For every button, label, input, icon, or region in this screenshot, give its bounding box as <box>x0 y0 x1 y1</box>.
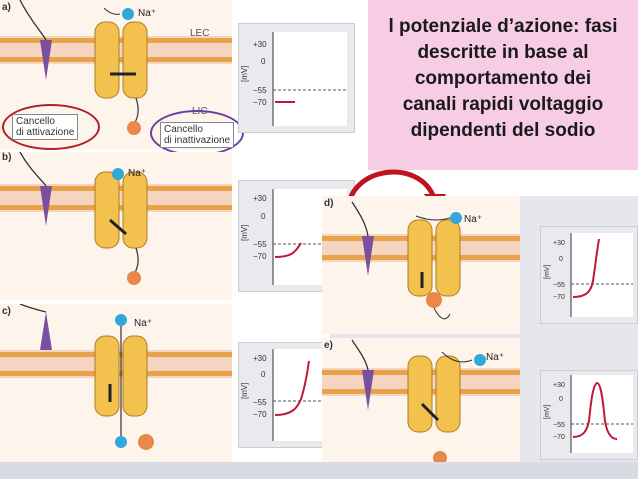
title-line-4: canali rapidi voltaggio <box>402 94 604 115</box>
tick-label: 0 <box>261 57 266 66</box>
voltage-sensor <box>362 370 374 410</box>
svg-text:+30: +30 <box>553 382 565 389</box>
title-line-1: l potenziale d’azione: fasi <box>388 16 618 37</box>
panel-c-tag: c) <box>2 306 11 317</box>
svg-text:−70: −70 <box>553 434 565 441</box>
panel-b <box>0 152 232 300</box>
voltage-sensor <box>40 312 52 350</box>
svg-text:−55: −55 <box>553 422 565 429</box>
panel-e-tag: e) <box>324 340 333 351</box>
voltage-sensor <box>40 186 52 226</box>
panel-d-tag: d) <box>324 198 334 209</box>
svg-text:−70: −70 <box>553 294 565 301</box>
svg-text:0: 0 <box>559 396 563 403</box>
na-label-a: Na⁺ <box>138 8 157 19</box>
channel-right-subunit <box>122 21 148 99</box>
na-label-e: Na⁺ <box>486 352 505 363</box>
svg-text:0: 0 <box>261 370 266 379</box>
tick-label: +30 <box>253 40 267 49</box>
svg-text:0: 0 <box>261 212 266 221</box>
activation-gate-highlight <box>2 104 100 150</box>
svg-text:+30: +30 <box>253 354 267 363</box>
na-ion <box>450 212 462 224</box>
voltage-sensor <box>40 40 52 80</box>
voltage-graph-e: [mV] +30 0 −55 −70 <box>540 370 638 460</box>
voltage-graph-a: [mV] +30 0 −55 −70 <box>238 23 355 133</box>
bottom-strip <box>0 462 638 479</box>
svg-text:+30: +30 <box>553 240 565 247</box>
na-ion <box>122 8 134 20</box>
inactivation-ball <box>127 271 141 285</box>
voltage-graph-d: [mV] +30 0 −55 −70 <box>540 226 638 324</box>
na-ion-outside <box>115 314 127 326</box>
voltage-trace <box>572 238 600 298</box>
inactivation-ball <box>433 451 447 462</box>
svg-text:[mV]: [mV] <box>240 225 249 241</box>
na-label-c: Na⁺ <box>134 318 153 329</box>
na-label-b: Na⁺ <box>128 168 147 179</box>
activation-gate-opening <box>109 218 127 236</box>
svg-text:0: 0 <box>559 256 563 263</box>
svg-text:−55: −55 <box>253 240 267 249</box>
svg-text:−70: −70 <box>253 410 267 419</box>
na-ion <box>112 168 124 180</box>
voltage-trace <box>572 381 618 440</box>
inactivation-tether <box>133 97 139 125</box>
inactivation-ball <box>138 434 154 450</box>
svg-text:[mV]: [mV] <box>240 383 249 399</box>
title-line-2: descritte in base al <box>417 42 589 63</box>
svg-text:[mV]: [mV] <box>544 265 551 279</box>
na-ion-inside <box>115 436 127 448</box>
ion-arrow <box>103 7 121 15</box>
tick-label: −70 <box>253 98 267 107</box>
panel-d <box>322 196 520 334</box>
ylabel: [mV] <box>240 66 249 82</box>
sensor-tether <box>19 0 47 41</box>
panel-a-tag: a) <box>2 2 11 13</box>
svg-text:−55: −55 <box>253 398 267 407</box>
title-line-3: comportamento dei <box>414 68 592 89</box>
lec-label: LEC <box>190 28 210 39</box>
channel-left-subunit <box>94 21 120 99</box>
channel-diagram-a <box>0 0 232 135</box>
svg-text:−55: −55 <box>553 282 565 289</box>
ion-arrow <box>415 215 451 221</box>
panel-b-tag: b) <box>2 152 12 163</box>
voltage-trace <box>274 242 302 258</box>
title-line-5: dipendenti del sodio <box>410 120 596 141</box>
tick-label: −55 <box>253 86 267 95</box>
voltage-sensor <box>362 236 374 276</box>
na-ion <box>474 354 486 366</box>
panel-e <box>322 338 520 462</box>
voltage-trace <box>274 360 310 416</box>
ion-arrow <box>441 351 473 363</box>
title-box: l potenziale d’azione: fasi descritte in… <box>368 0 638 170</box>
svg-text:+30: +30 <box>253 194 267 203</box>
svg-text:−70: −70 <box>253 252 267 261</box>
na-label-d: Na⁺ <box>464 214 483 225</box>
inactivation-ball <box>127 121 141 135</box>
panel-c <box>0 304 232 462</box>
inactivation-ball <box>426 292 442 308</box>
plot-area <box>273 32 347 126</box>
svg-text:[mV]: [mV] <box>544 405 551 419</box>
